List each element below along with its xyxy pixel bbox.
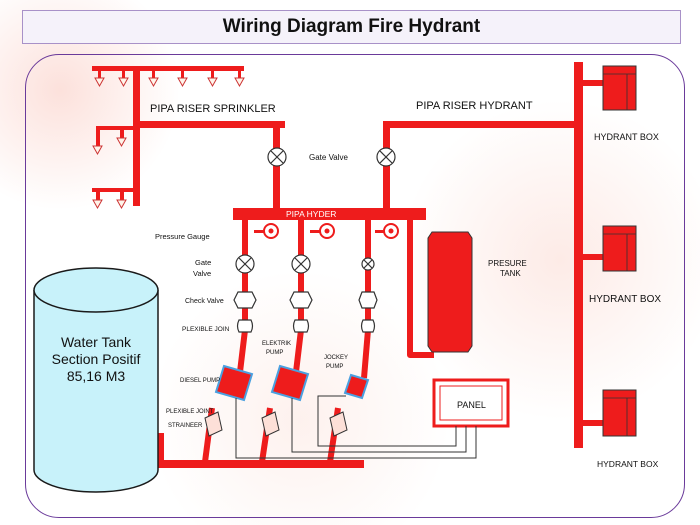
strainer-icon xyxy=(204,411,348,437)
label-riser-hydrant: PIPA RISER HYDRANT xyxy=(416,100,533,112)
sprinkler-riser-pipe xyxy=(92,66,285,217)
label-jockey-pump-1: JOCKEY xyxy=(324,355,348,361)
elektrik-pump xyxy=(270,364,310,402)
pipa-hyder-header xyxy=(233,208,426,220)
label-hydrant-box-bottom: HYDRANT BOX xyxy=(597,459,659,469)
flexible-join-icon xyxy=(236,319,376,333)
label-elektrik-pump-1: ELEKTRIK xyxy=(262,341,291,347)
label-riser-sprinkler: PIPA RISER SPRINKLER xyxy=(150,103,276,115)
label-flexible-joint: PLEXIBLE JOINT xyxy=(166,409,214,415)
label-water-tank-1: Water Tank xyxy=(61,334,132,350)
label-water-tank-3: 85,16 M3 xyxy=(67,368,126,384)
page-title: Wiring Diagram Fire Hydrant xyxy=(22,10,681,44)
check-valve-icon xyxy=(233,291,378,309)
label-gate-valve-side-1: Gate xyxy=(195,258,211,267)
label-check-valve: Check Valve xyxy=(185,298,224,305)
jockey-pump xyxy=(343,373,370,400)
label-strainer: STRAINEER xyxy=(168,423,203,429)
control-wiring xyxy=(235,395,477,459)
label-pipa-hyder: PIPA HYDER xyxy=(286,209,336,219)
hydrant-box-bottom xyxy=(602,389,637,437)
label-gate-valve: Gate Valve xyxy=(309,153,349,162)
diesel-pump xyxy=(214,364,254,402)
label-pressure-gauge: Pressure Gauge xyxy=(155,232,210,241)
label-hydrant-box-top: HYDRANT BOX xyxy=(594,132,659,142)
label-presure-tank-2: TANK xyxy=(500,269,521,278)
pressure-tank xyxy=(427,231,473,353)
label-panel: PANEL xyxy=(457,400,486,410)
water-tank xyxy=(33,267,159,493)
pressure-gauge-icon xyxy=(254,223,399,239)
control-panel xyxy=(432,378,510,428)
diagram-frame xyxy=(25,54,685,518)
sprinkler-head-icon xyxy=(92,77,245,210)
label-flexible-join: PLEXIBLE JOIN xyxy=(182,326,230,333)
label-presure-tank-1: PRESURE xyxy=(488,259,527,268)
hydrant-riser-pipe xyxy=(383,62,604,448)
label-hydrant-box-middle: HYDRANT BOX xyxy=(589,294,661,305)
gate-valve-icon xyxy=(235,147,396,274)
hydrant-box-top xyxy=(602,65,637,111)
hydrant-box-middle xyxy=(602,225,637,272)
label-jockey-pump-2: PUMP xyxy=(326,364,343,370)
label-diesel-pump: DIESEL PUMP xyxy=(180,378,220,384)
label-gate-valve-side-2: Valve xyxy=(193,269,211,278)
label-elektrik-pump-2: PUMP xyxy=(266,350,283,356)
label-water-tank-2: Section Positif xyxy=(52,351,141,367)
page-title-text: Wiring Diagram Fire Hydrant xyxy=(222,16,481,37)
